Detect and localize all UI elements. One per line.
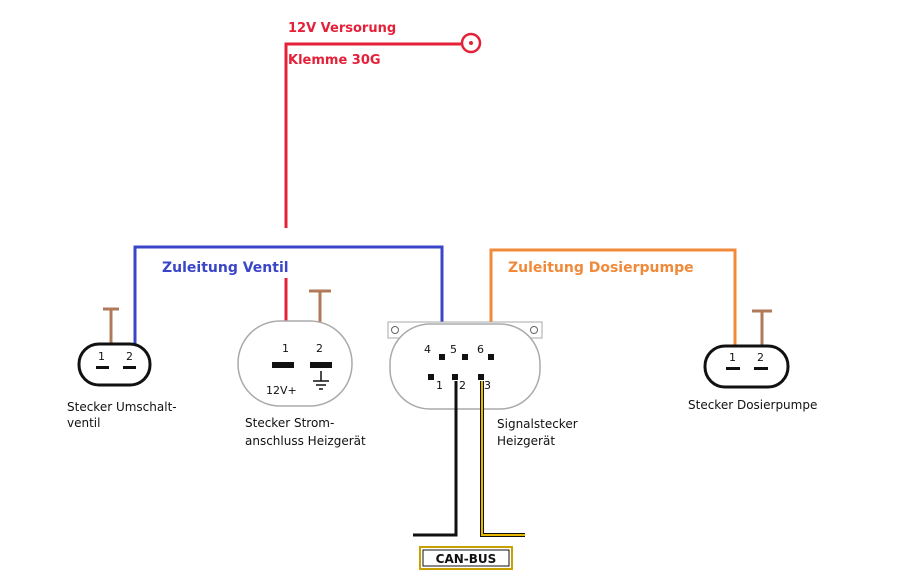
signal-caption-line1: Signalstecker [497,417,578,431]
power-connector: 1 2 12V+ [237,289,353,407]
pump-connector: 1 2 [703,309,790,389]
can-high-wire-inner [481,381,525,536]
can-bus-label: CAN-BUS [436,552,497,566]
plug-stem-icon [309,289,331,322]
supply-wire [284,42,462,322]
ground-icon [313,371,329,390]
valve-caption-line1: Stecker Umschalt- [67,400,177,414]
can-bus-label-box: CAN-BUS [419,546,513,570]
supply-label-voltage: 12V Versorung [288,21,396,36]
signal-pin-4: 4 [424,343,431,356]
can-low-wire [413,381,458,537]
supply-terminal-icon [460,32,482,54]
pump-feed-wire [489,248,737,355]
valve-feed-label: Zuleitung Ventil [162,260,289,276]
valve-pin-1: 1 [98,350,105,363]
plug-stem-icon [103,307,119,345]
pump-feed-label: Zuleitung Dosierpumpe [508,260,694,276]
power-pin-2: 2 [316,342,323,355]
valve-feed-wire [133,245,444,353]
signal-connector: 4 5 6 1 2 3 [387,321,543,410]
signal-pin-1: 1 [436,379,443,392]
signal-pin-6: 6 [477,343,484,356]
valve-connector: 1 2 [77,307,152,387]
valve-caption-line2: ventil [67,416,100,430]
supply-label-terminal: Klemme 30G [288,53,381,68]
power-caption-line2: anschluss Heizgerät [245,434,366,448]
power-caption-line1: Stecker Strom- [245,416,334,430]
plug-stem-icon [752,309,772,347]
signal-caption-line2: Heizgerät [497,434,555,448]
signal-pin-3: 3 [484,379,491,392]
pump-pin-2: 2 [757,351,764,364]
pump-pin-1: 1 [729,351,736,364]
signal-pin-2: 2 [459,379,466,392]
valve-pin-2: 2 [126,350,133,363]
power-pin-1: 1 [282,342,289,355]
pump-caption: Stecker Dosierpumpe [688,398,817,412]
signal-pin-5: 5 [450,343,457,356]
power-pin-1-label: 12V+ [266,384,297,397]
